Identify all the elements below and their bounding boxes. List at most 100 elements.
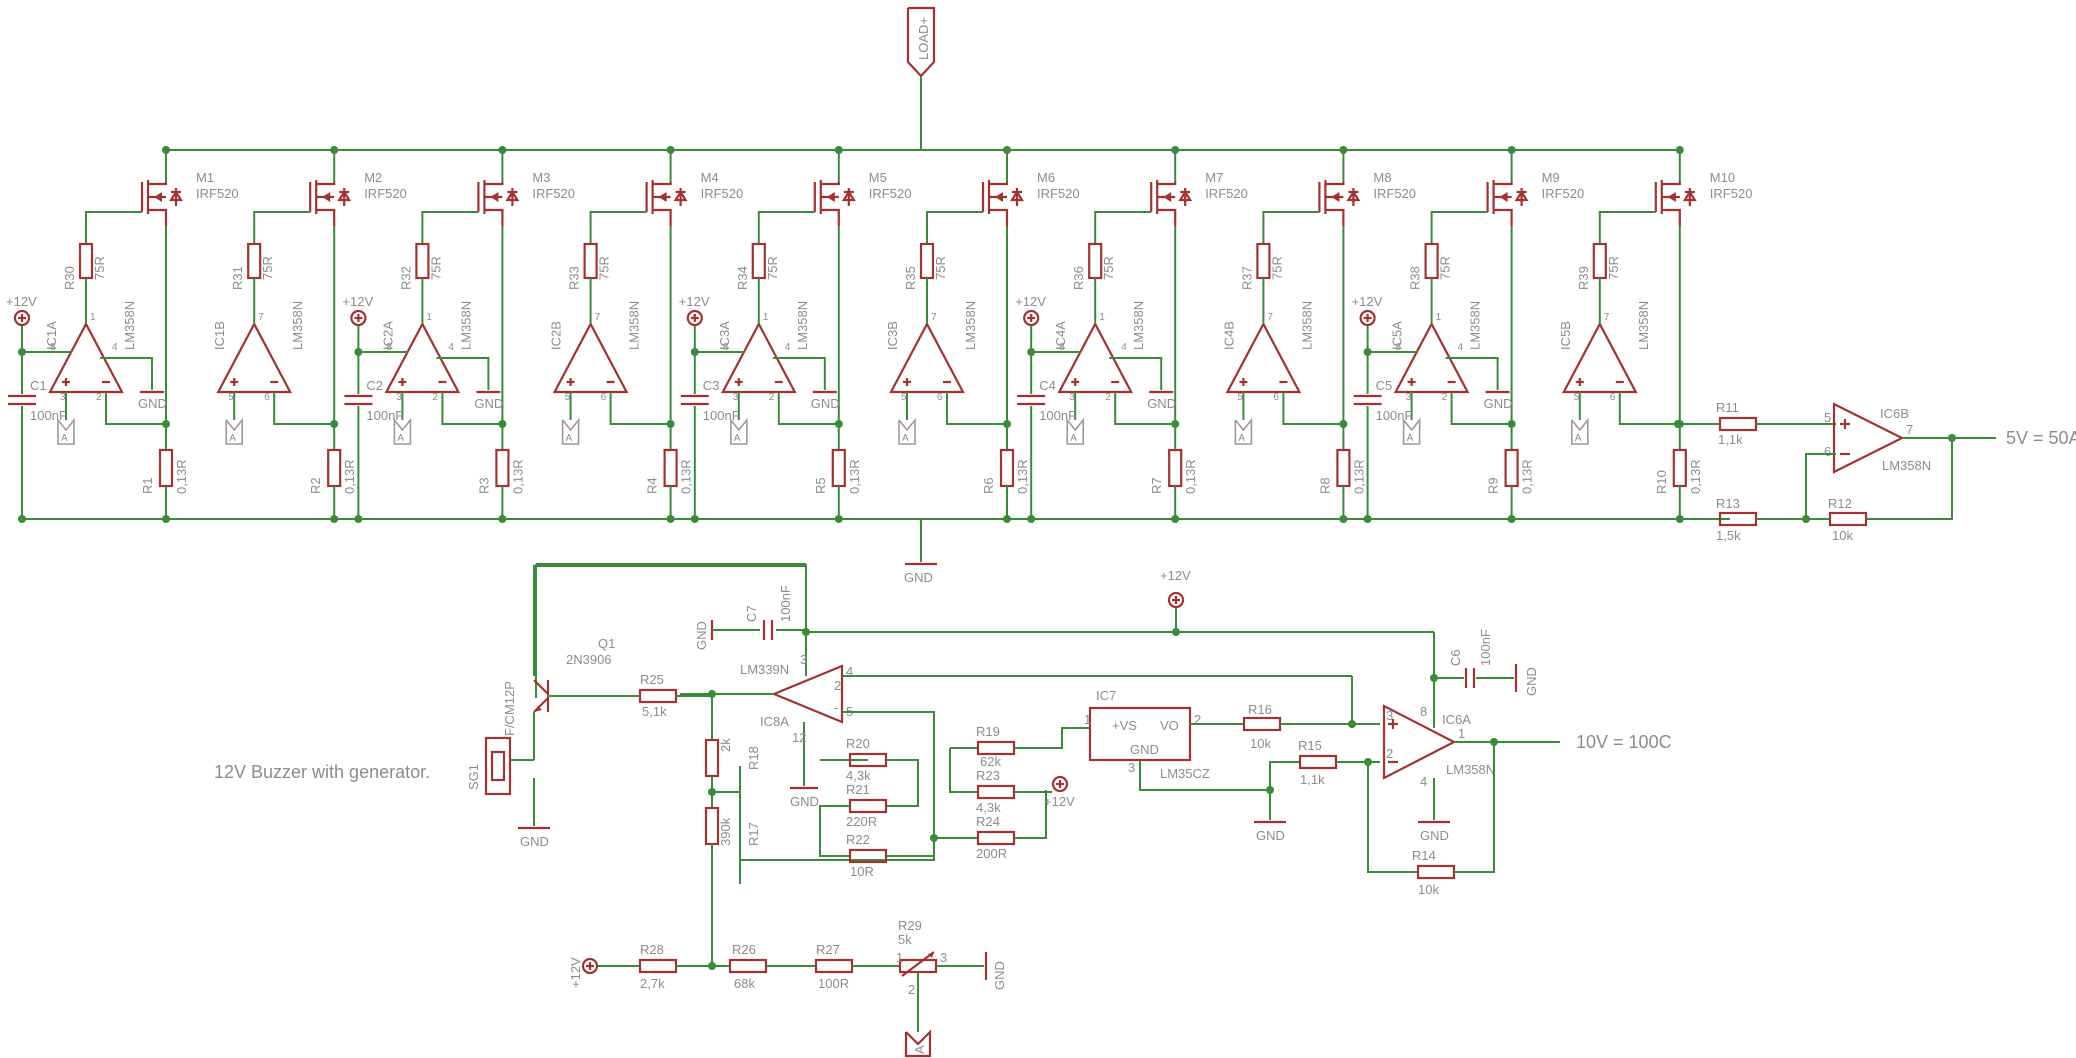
cap-value: 100nF [30, 408, 67, 423]
sense-resistor-value: 0,13R [1351, 459, 1366, 494]
temp-amp: R15 1,1k 32 841 IC6A LM358N GND 10V = 10… [1269, 629, 1672, 897]
gate-resistor-value: 75R [933, 256, 948, 280]
svg-text:R22: R22 [846, 832, 870, 847]
gate-resistor-label: R33 [567, 266, 582, 290]
svg-text:+12V: +12V [1044, 794, 1075, 809]
svg-text:2: 2 [96, 392, 102, 403]
mosfet-label: M9 [1542, 170, 1560, 185]
svg-text:10k: 10k [1250, 736, 1271, 751]
svg-text:7: 7 [258, 312, 264, 323]
svg-text:R18: R18 [746, 746, 761, 770]
mosfet-label: M7 [1205, 170, 1223, 185]
gate-resistor-label: R35 [903, 266, 918, 290]
opamp-label: IC2B [549, 321, 564, 350]
mosfet-label: M10 [1710, 170, 1735, 185]
sense-resistor-value: 0,13R [342, 459, 357, 494]
svg-text:R23: R23 [976, 768, 1000, 783]
mosfet-label: M3 [532, 170, 550, 185]
svg-text:68k: 68k [734, 976, 755, 991]
svg-text:1: 1 [763, 312, 769, 323]
opamp-label: IC3B [885, 321, 900, 350]
gnd-label: GND [474, 396, 503, 411]
svg-text:1: 1 [1458, 726, 1465, 741]
svg-text:F/CM12P: F/CM12P [502, 681, 517, 736]
cap-value: 100nF [366, 408, 403, 423]
sense-resistor-label: R2 [308, 477, 323, 494]
svg-text:200R: 200R [976, 846, 1007, 861]
svg-text:4: 4 [785, 342, 791, 353]
supply-label: +12V [342, 294, 373, 309]
svg-text:2,7k: 2,7k [640, 976, 665, 991]
svg-text:2k: 2k [718, 738, 733, 752]
mosfet-type: IRF520 [1037, 186, 1080, 201]
sense-resistor-value: 0,13R [1688, 459, 1703, 494]
svg-text:IC8A: IC8A [760, 714, 789, 729]
gnd-label: GND [1484, 396, 1513, 411]
svg-text:R13: R13 [1716, 496, 1740, 511]
svg-text:IC7: IC7 [1096, 688, 1116, 703]
svg-text:4: 4 [846, 664, 853, 679]
mosfet-label: M4 [701, 170, 719, 185]
svg-text:3: 3 [1128, 760, 1135, 775]
sense-resistor-value: 0,13R [847, 459, 862, 494]
mosfet-type: IRF520 [701, 186, 744, 201]
sense-resistor-value: 0,13R [679, 459, 694, 494]
svg-text:R28: R28 [640, 942, 664, 957]
svg-text:2: 2 [1105, 392, 1111, 403]
svg-text:2: 2 [1194, 712, 1201, 727]
svg-text:C6: C6 [1448, 649, 1463, 666]
svg-text:3: 3 [940, 950, 947, 965]
supply-c7-row: +12V C7 100nF GND [535, 563, 1435, 718]
svg-text:LM358N: LM358N [1446, 762, 1495, 777]
opamp-type: LM358N [1299, 301, 1314, 350]
supply-label: +12V [679, 294, 710, 309]
bottom-chain: +12V GND A R28 2,7k R26 68k R27 100R R29… [568, 918, 1007, 1058]
sense-resistor-value: 0,13R [174, 459, 189, 494]
svg-text:3: 3 [800, 652, 807, 667]
svg-text:GND: GND [1256, 828, 1285, 843]
opamp-label: IC5B [1558, 321, 1573, 350]
svg-text:4: 4 [1420, 774, 1427, 789]
current-output-label: 5V = 50A [2006, 428, 2076, 448]
svg-text:2: 2 [1386, 746, 1393, 761]
svg-text:4,3k: 4,3k [976, 800, 1001, 815]
svg-text:1: 1 [90, 312, 96, 323]
load-connector: LOAD+ [906, 6, 936, 150]
svg-text:4: 4 [448, 342, 454, 353]
svg-text:+12V: +12V [568, 957, 583, 988]
cap-value: 100nF [1376, 408, 1413, 423]
mosfet-label: M2 [364, 170, 382, 185]
svg-text:2: 2 [908, 982, 915, 997]
mosfet-label: M8 [1373, 170, 1391, 185]
svg-text:100R: 100R [818, 976, 849, 991]
ref-a-label: A [1070, 433, 1077, 444]
gate-resistor-value: 75R [765, 256, 780, 280]
sense-resistor-value: 0,13R [1520, 459, 1535, 494]
svg-text:8: 8 [1420, 704, 1427, 719]
svg-text:5: 5 [901, 392, 907, 403]
svg-text:IC6A: IC6A [1442, 712, 1471, 727]
ref-a-label: A [1238, 433, 1245, 444]
gate-resistor-value: 75R [1606, 256, 1621, 280]
svg-text:100nF: 100nF [778, 585, 793, 622]
opamp-type: LM358N [1131, 301, 1146, 350]
opamp-label: IC4A [1053, 321, 1068, 350]
ref-a-label: A [566, 433, 573, 444]
gnd-label: GND [811, 396, 840, 411]
ref-a-label: A [734, 433, 741, 444]
svg-text:2: 2 [769, 392, 775, 403]
supply-label: +12V [1015, 294, 1046, 309]
gate-resistor-label: R36 [1071, 266, 1086, 290]
opamp-type: LM358N [458, 301, 473, 350]
temp-output-label: 10V = 100C [1576, 732, 1672, 752]
opamp-type: LM358N [1468, 301, 1483, 350]
opamp-label: IC2A [380, 321, 395, 350]
opamp-label: IC1A [44, 321, 59, 350]
mosfet-type: IRF520 [196, 186, 239, 201]
svg-text:7: 7 [1906, 422, 1913, 437]
svg-text:7: 7 [1604, 312, 1610, 323]
svg-text:2: 2 [1442, 392, 1448, 403]
